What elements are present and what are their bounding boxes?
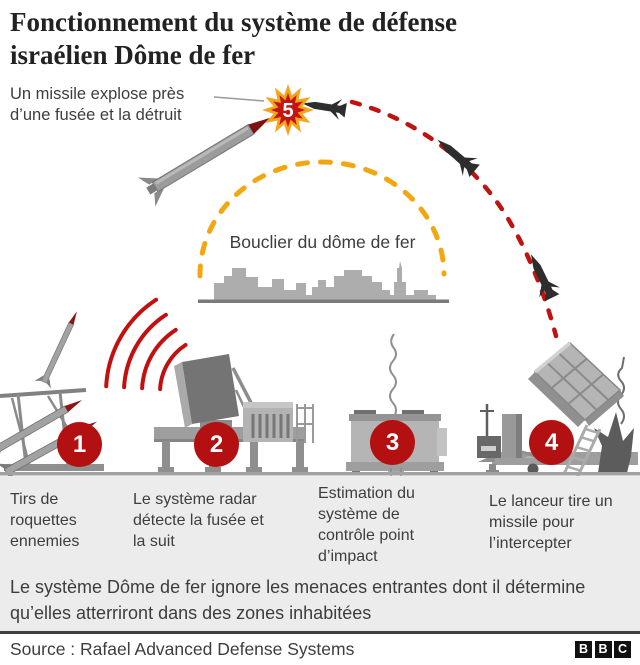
dome-label: Bouclier du dôme de fer (229, 232, 416, 252)
explosion-step-number: 5 (282, 100, 293, 122)
step-2-number: 2 (209, 430, 224, 458)
step-4-badge: 4 (529, 420, 574, 465)
callout-line (213, 96, 265, 102)
bbc-logo-block: C (614, 640, 631, 658)
page-title: Fonctionnement du système de défense isr… (10, 7, 457, 70)
bbc-logo-block: B (594, 640, 612, 658)
step-3-number: 3 (385, 428, 400, 456)
source-text: Source : Rafael Advanced Defense Systems (10, 638, 355, 659)
trajectory-path (349, 99, 559, 339)
step-2-badge: 2 (194, 422, 239, 467)
interceptor-missile-icon (137, 117, 271, 207)
dome-arc (197, 159, 447, 279)
bbc-logo: B B C (575, 640, 631, 658)
explosion-icon: 5 (262, 84, 314, 136)
enemy-missile-icon (300, 93, 348, 121)
step-1-caption: Tirs de roquettes ennemies (10, 491, 80, 550)
step-4-number: 4 (544, 428, 559, 456)
footnote: Le système Dôme de fer ignore les menace… (10, 577, 586, 623)
bbc-logo-block: B (575, 640, 592, 658)
flying-rocket-icon (34, 307, 86, 389)
step-3-badge: 3 (370, 420, 415, 465)
missile-launcher-icon (477, 341, 638, 479)
launcher-ladder (562, 424, 602, 479)
step-3-caption: Estimation du système de contrôle point … (318, 485, 415, 565)
step-1-badge: 1 (57, 422, 102, 467)
step-4-caption: Le lanceur tire un missile pour l’interc… (489, 493, 613, 552)
explosion-annotation: Un missile explose près d’une fusée et l… (10, 85, 185, 124)
caption-band (0, 476, 640, 631)
step-2-caption: Le système radar détecte la fusée et la … (133, 491, 264, 550)
divider-line (0, 631, 640, 634)
city-skyline-icon (198, 261, 449, 303)
step-1-number: 1 (72, 430, 87, 458)
radar-waves-icon (104, 297, 188, 392)
source-bar: Source : Rafael Advanced Defense Systems… (0, 633, 640, 665)
ground-line (0, 472, 640, 476)
